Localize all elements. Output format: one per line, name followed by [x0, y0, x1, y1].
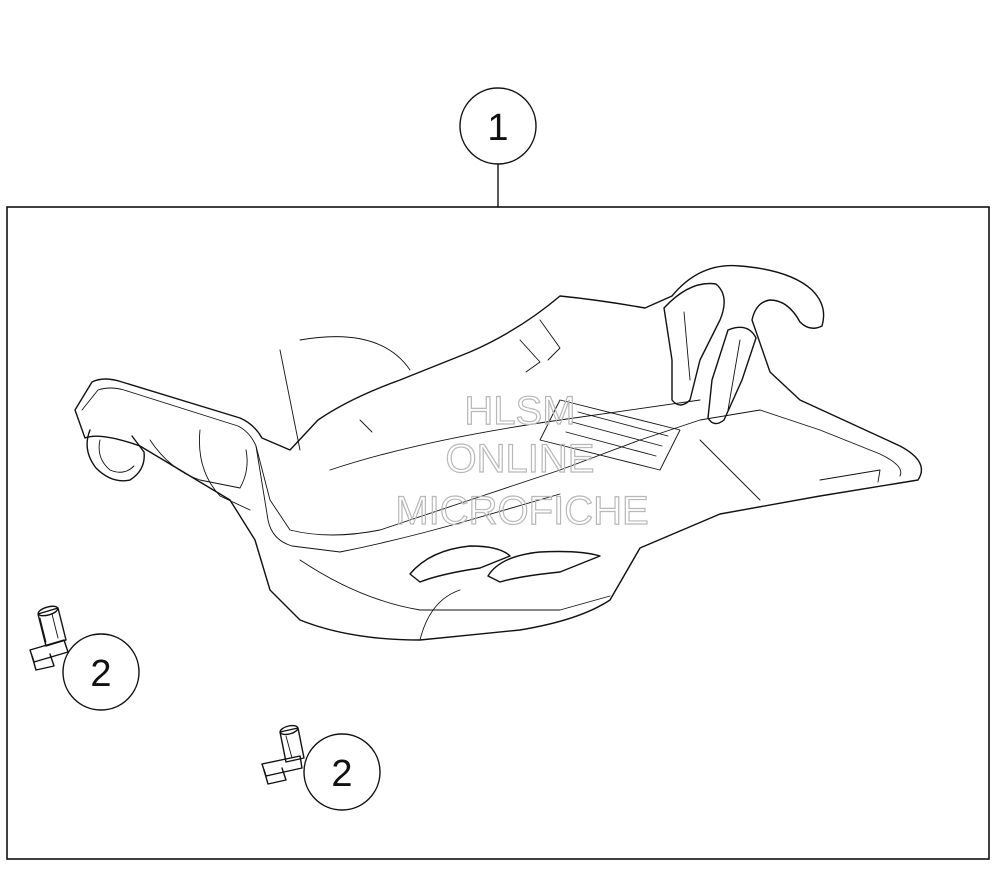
callout-2b-label: 2 — [331, 753, 352, 795]
callout-1-circle — [459, 87, 537, 165]
flange-bolt-icon[interactable] — [29, 604, 69, 671]
svg-text:MICROFICHE: MICROFICHE — [395, 489, 648, 533]
callout-2b-circle — [303, 733, 381, 811]
callout-2a-label: 2 — [90, 653, 111, 695]
skid-plate-icon[interactable] — [74, 264, 923, 641]
callout-1[interactable]: 1 — [459, 87, 537, 165]
callout-1-label: 1 — [487, 107, 508, 149]
callout-2a-circle — [62, 633, 140, 711]
callout-2b[interactable]: 2 — [303, 733, 381, 811]
svg-text:ONLINE: ONLINE — [446, 437, 595, 481]
flange-bolt-icon-2[interactable] — [261, 724, 305, 785]
callout-2a[interactable]: 2 — [62, 633, 140, 711]
diagram-frame — [6, 206, 990, 860]
svg-text:HLSM: HLSM — [464, 389, 575, 433]
watermark: HLSM ONLINE MICROFICHE — [395, 388, 650, 533]
